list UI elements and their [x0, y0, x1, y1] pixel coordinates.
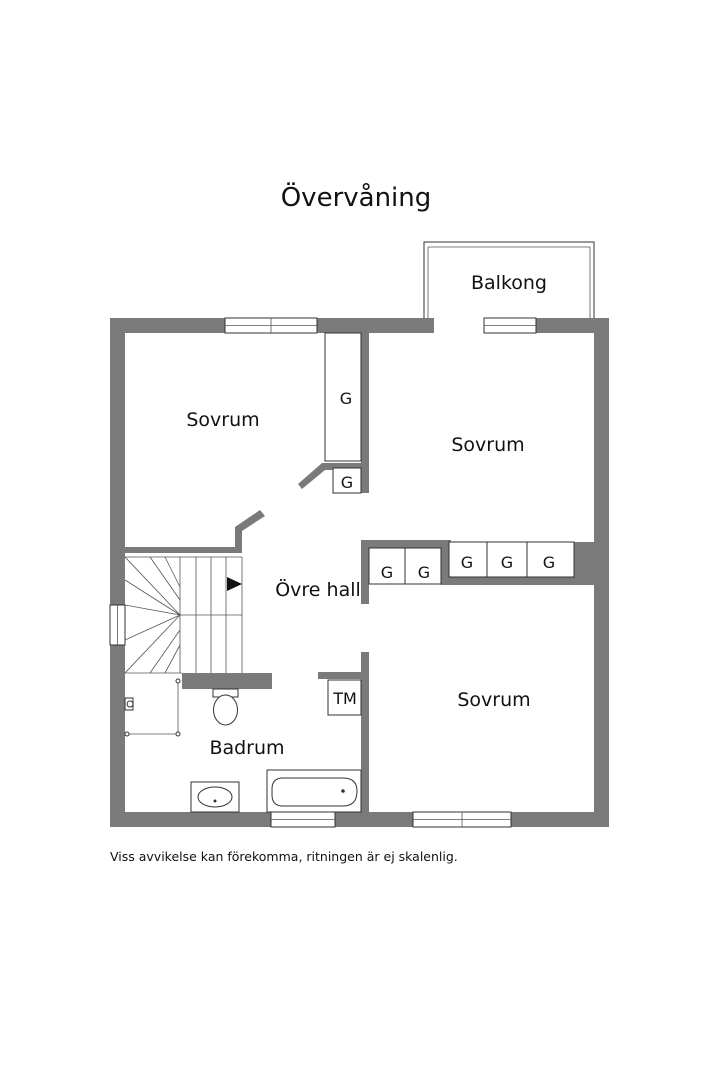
- window-bath-bottom: [270, 811, 336, 828]
- shower: [124, 678, 181, 737]
- window-nw-top: [224, 317, 318, 334]
- closet-nw-small: [332, 467, 362, 494]
- bathroom-fixtures: [124, 678, 362, 813]
- room-label-bedroom-nw: Sovrum: [186, 409, 259, 431]
- window-west-stair: [109, 604, 126, 646]
- room-label-balcony: Balkong: [471, 272, 547, 294]
- closet-ne-1: [448, 541, 488, 578]
- closet-label-ne-3: G: [543, 553, 555, 572]
- balcony-door-opening: [434, 317, 484, 334]
- sink: [190, 781, 240, 813]
- toilet: [212, 688, 239, 726]
- stair-direction-arrow-icon: [227, 577, 242, 591]
- room-label-bedroom-se: Sovrum: [457, 689, 530, 711]
- closet-ne-3: [526, 541, 575, 578]
- laundry-label: TM: [332, 689, 357, 708]
- room-label-bathroom: Badrum: [209, 737, 284, 759]
- bathtub: [266, 769, 362, 813]
- laundry-machine: [327, 679, 362, 716]
- closets: [324, 332, 575, 716]
- closet-label-nw-small: G: [341, 473, 353, 492]
- closet-label-hall-2: G: [418, 563, 430, 582]
- interior-walls: [125, 333, 594, 812]
- window-se-bottom: [412, 811, 512, 828]
- closet-label-hall-1: G: [381, 563, 393, 582]
- closet-label-nw-tall: G: [340, 389, 352, 408]
- room-label-bedroom-ne: Sovrum: [451, 434, 524, 456]
- room-label-hall: Övre hall: [275, 578, 361, 601]
- closet-label-ne-2: G: [501, 553, 513, 572]
- disclaimer-note: Viss avvikelse kan förekomma, ritningen …: [110, 849, 458, 864]
- closet-hall-1: [368, 547, 406, 585]
- closet-nw-tall: [324, 332, 362, 462]
- staircase: [124, 556, 243, 674]
- closet-label-ne-1: G: [461, 553, 473, 572]
- floor-title: Övervåning: [281, 181, 432, 213]
- windows: [109, 317, 537, 828]
- window-ne-top: [483, 317, 537, 334]
- closet-hall-2: [404, 547, 442, 585]
